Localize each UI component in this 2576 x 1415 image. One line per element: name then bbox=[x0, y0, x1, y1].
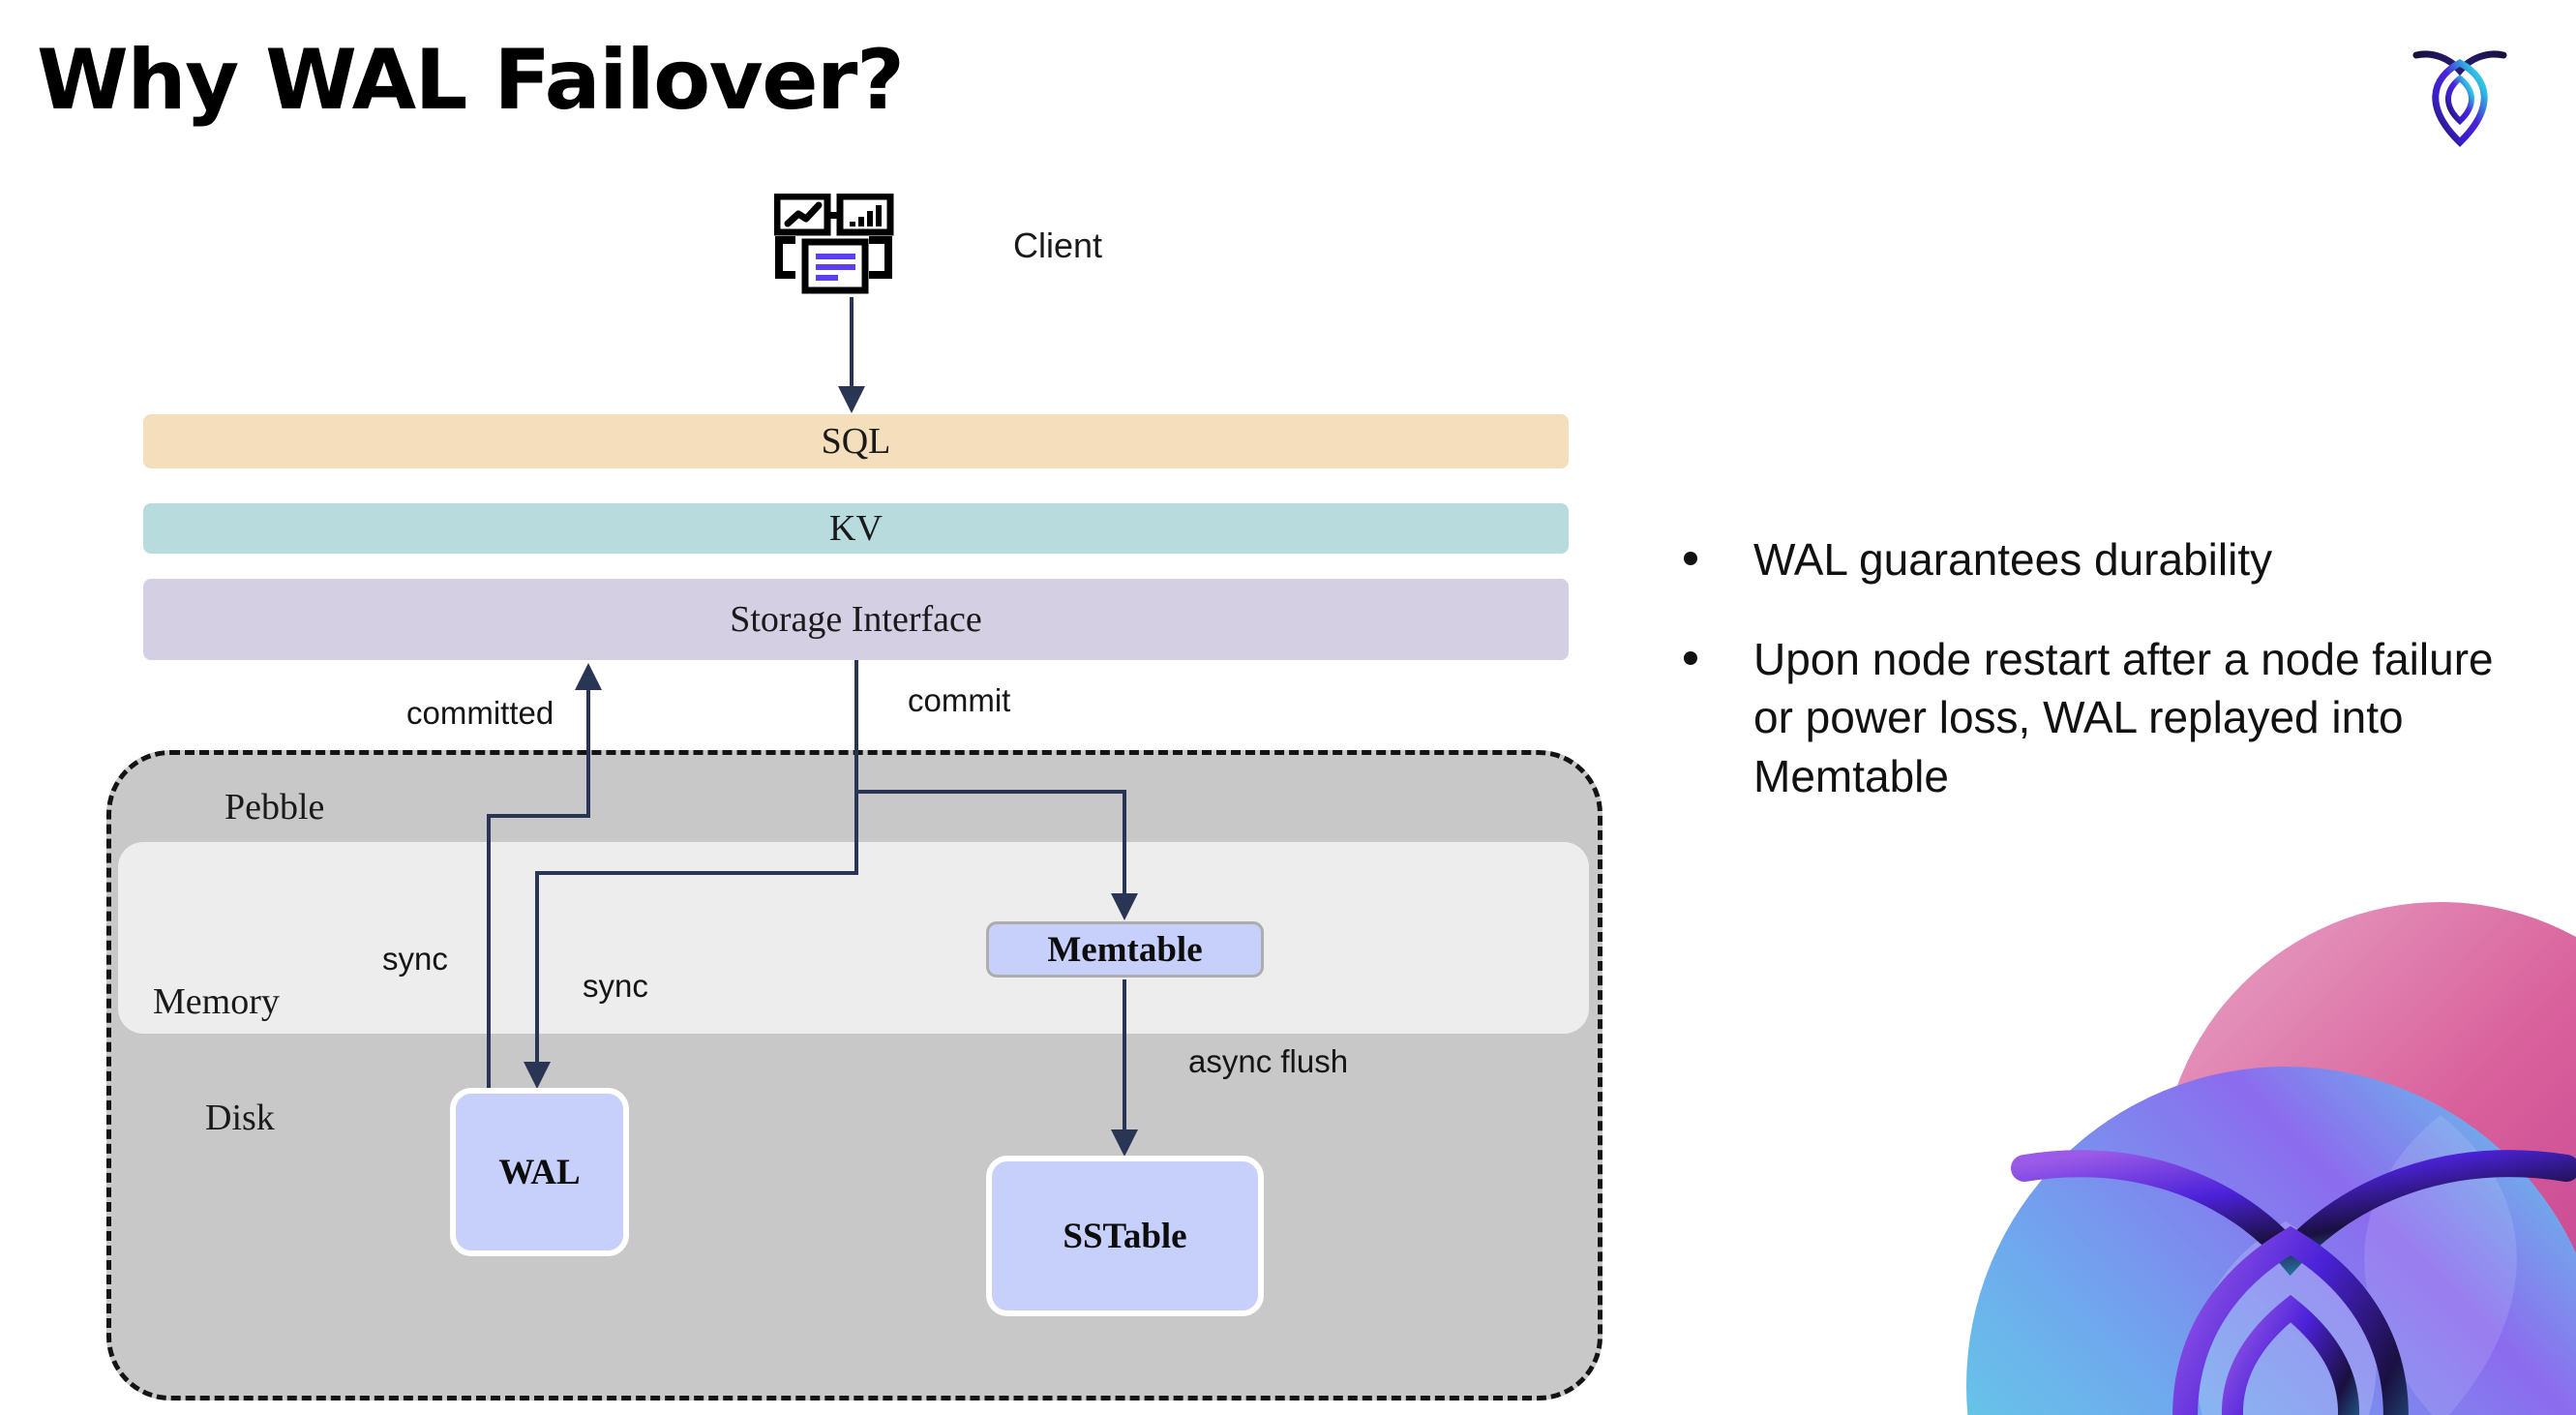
disk-label: Disk bbox=[205, 1098, 275, 1138]
layer-label-storage: Storage Interface bbox=[730, 599, 982, 640]
layer-bar-storage: Storage Interface bbox=[143, 579, 1569, 660]
node-sstable: SSTable bbox=[986, 1156, 1264, 1316]
layer-label-sql: SQL bbox=[821, 421, 891, 462]
client-dashboard-icon bbox=[773, 193, 929, 310]
cockroach-logo-icon bbox=[2407, 34, 2513, 155]
list-item: Upon node restart after a node failure o… bbox=[1684, 630, 2506, 806]
node-label-wal: WAL bbox=[498, 1152, 581, 1192]
bullet-list: WAL guarantees durability Upon node rest… bbox=[1684, 530, 2506, 847]
bullet-text: Upon node restart after a node failure o… bbox=[1753, 633, 2494, 802]
layer-label-kv: KV bbox=[829, 508, 883, 549]
layer-bar-sql: SQL bbox=[143, 414, 1569, 468]
node-memtable: Memtable bbox=[986, 921, 1264, 978]
edge-label-sync-right: sync bbox=[583, 968, 648, 1004]
node-label-sstable: SSTable bbox=[1063, 1216, 1187, 1256]
node-wal: WAL bbox=[450, 1088, 629, 1256]
client-label: Client bbox=[1013, 226, 1103, 265]
bullet-dot-icon bbox=[1684, 650, 1697, 665]
page-title: Why WAL Failover? bbox=[37, 32, 905, 129]
edge-label-async-flush: async flush bbox=[1188, 1043, 1349, 1079]
memory-label: Memory bbox=[153, 981, 280, 1022]
bullet-dot-icon bbox=[1684, 552, 1697, 565]
edge-label-committed: committed bbox=[406, 695, 554, 731]
edge-label-sync-left: sync bbox=[382, 941, 448, 977]
memory-region bbox=[118, 842, 1589, 1034]
pebble-label: Pebble bbox=[225, 787, 325, 828]
edge-label-commit: commit bbox=[908, 682, 1011, 718]
layer-bar-kv: KV bbox=[143, 503, 1569, 554]
node-label-memtable: Memtable bbox=[1047, 929, 1203, 970]
cockroach-logo-watermark-icon bbox=[1899, 873, 2576, 1415]
bullet-text: WAL guarantees durability bbox=[1753, 534, 2273, 585]
list-item: WAL guarantees durability bbox=[1684, 530, 2506, 589]
